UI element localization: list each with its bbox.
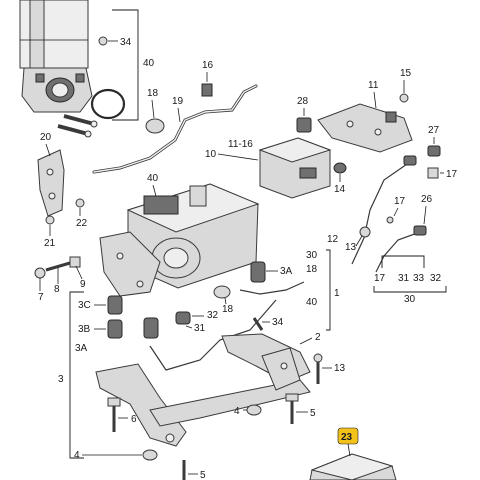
clip-17-top (427, 167, 439, 179)
air-line-19 (92, 84, 258, 174)
callout-30-bottom: 30 (404, 294, 416, 305)
callout-1: 1 (334, 288, 340, 299)
component-28 (296, 117, 312, 133)
callout-22: 22 (76, 218, 88, 229)
callout-3a-left: 3A (75, 343, 88, 354)
callout-3b: 3B (78, 324, 91, 335)
bolt-assembly-7-9 (34, 256, 81, 279)
bolt-34-low (252, 317, 264, 331)
callout-8: 8 (54, 284, 60, 295)
callout-7: 7 (38, 292, 44, 303)
callout-18-low: 18 (222, 304, 234, 315)
callout-16: 16 (202, 60, 214, 71)
callout-5-right: 5 (310, 408, 316, 419)
nut-4-left (142, 449, 158, 461)
callout-19: 19 (172, 96, 184, 107)
callout-17-top: 17 (446, 169, 458, 180)
callout-32-low: 32 (207, 310, 219, 321)
callout-40-mid: 40 (147, 173, 159, 184)
callout-5-low: 5 (200, 470, 206, 480)
o-ring (90, 88, 126, 120)
callout-34-low: 34 (272, 317, 284, 328)
buffer-3c (107, 295, 123, 315)
callout-15: 15 (400, 68, 412, 79)
callout-21: 21 (44, 238, 56, 249)
callout-28: 28 (297, 96, 309, 107)
callout-10: 10 (205, 149, 217, 160)
callout-40-low: 40 (306, 297, 318, 308)
air-strut (19, 0, 93, 113)
callout-13-low: 13 (334, 363, 346, 374)
callout-18-right: 18 (306, 264, 318, 275)
callout-20: 20 (40, 132, 52, 143)
callout-33: 33 (413, 273, 425, 284)
clamp-18-low (213, 285, 231, 299)
buffer-3b (107, 317, 159, 339)
bracket-11 (317, 103, 413, 153)
callout-30-mid: 30 (306, 250, 318, 261)
buffer-3a-right (250, 261, 266, 283)
callout-18-top: 18 (147, 88, 159, 99)
nut-4-right (246, 404, 262, 416)
compressor-40 (99, 183, 260, 297)
cover-23 (309, 453, 397, 480)
callout-31-right: 31 (398, 273, 410, 284)
callout-26: 26 (421, 194, 433, 205)
callout-34-top: 34 (120, 37, 132, 48)
callout-11: 11 (368, 80, 379, 91)
bolt-21 (45, 215, 55, 225)
callout-17-mid: 17 (394, 196, 406, 207)
callout-27: 27 (428, 125, 440, 136)
bolt-15 (399, 93, 409, 103)
callout-14: 14 (334, 184, 346, 195)
callout-4-right: 4 (234, 406, 240, 417)
bolt-34-top (98, 36, 118, 46)
callout-13-upper: 13 (345, 242, 357, 253)
callout-9: 9 (80, 279, 86, 290)
carrier-bracket (95, 333, 311, 447)
control-module-10 (258, 137, 332, 199)
callout-11-16: 11-16 (228, 139, 253, 150)
callout-32-right: 32 (430, 273, 442, 284)
nut-13-upper (359, 226, 371, 238)
callout-6: 6 (131, 414, 137, 425)
sensor-32 (149, 299, 277, 371)
callout-23: 23 (341, 432, 353, 443)
callout-3c: 3C (78, 300, 91, 311)
callout-40-top: 40 (143, 58, 155, 69)
callout-17-low: 17 (374, 273, 386, 284)
callout-3a-right: 3A (280, 266, 293, 277)
callout-4-left: 4 (74, 450, 80, 461)
callout-2: 2 (315, 332, 321, 343)
clip-16 (201, 83, 213, 97)
wiring-harness-30 (351, 155, 427, 273)
grommet-14 (333, 162, 347, 174)
strut-bolts (57, 114, 98, 138)
nut-22 (75, 198, 85, 208)
callout-31-low: 31 (194, 323, 206, 334)
clamp-18-top (145, 118, 165, 134)
connector-27 (427, 145, 441, 157)
callout-12: 12 (327, 234, 339, 245)
callout-3: 3 (58, 374, 64, 385)
mounting-bracket-20 (37, 149, 65, 217)
